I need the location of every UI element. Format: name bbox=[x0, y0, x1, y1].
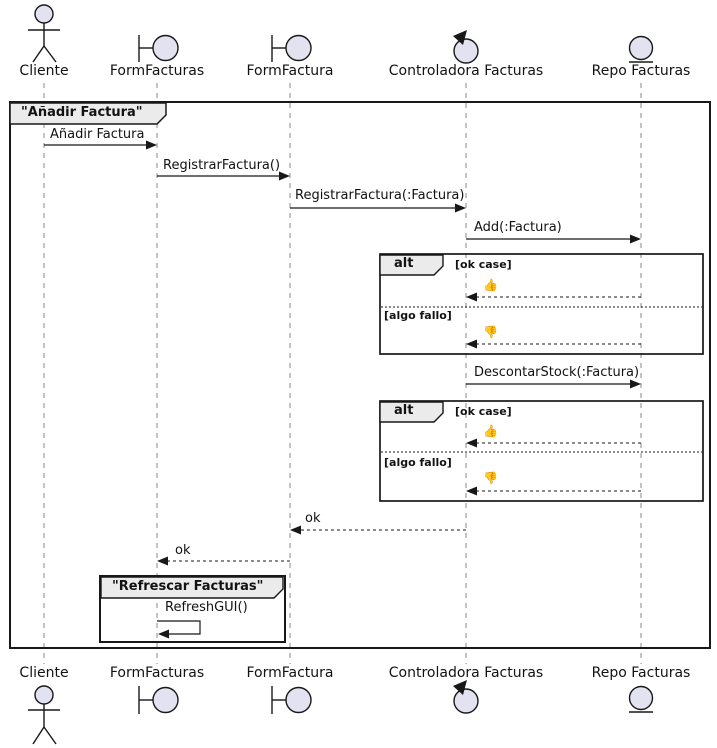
message-label: RegistrarFactura(:Factura) bbox=[295, 188, 465, 203]
lifelines bbox=[43, 83, 642, 664]
arrow-head bbox=[630, 379, 641, 389]
arrow-head bbox=[290, 525, 301, 535]
participant-label-repo-bottom: Repo Facturas bbox=[591, 665, 691, 681]
message-label: ok bbox=[305, 511, 321, 526]
alt-operator-label: alt bbox=[394, 403, 414, 418]
actor-icon bbox=[28, 685, 60, 745]
alt-border bbox=[379, 400, 704, 502]
group-title-pentagon bbox=[100, 576, 284, 599]
alt-operator-pentagon bbox=[379, 254, 444, 276]
group-title: "Refrescar Facturas" bbox=[112, 579, 264, 594]
arrow-head bbox=[455, 203, 466, 213]
alt-guard-label: [algo fallo] bbox=[384, 309, 452, 322]
alt-operator-pentagon bbox=[379, 401, 444, 423]
thumbs-up-icon: 👍 bbox=[483, 278, 498, 292]
entity-icon bbox=[628, 685, 654, 713]
dashed-arrow-heads bbox=[157, 292, 477, 566]
participant-label-cliente-top: Cliente bbox=[19, 63, 69, 79]
group-fragment bbox=[99, 575, 286, 643]
frame-border bbox=[9, 101, 711, 649]
participant-label-formfactura-bottom: FormFactura bbox=[246, 665, 334, 681]
boundary-icon bbox=[138, 686, 179, 714]
arrow-head bbox=[466, 339, 477, 349]
alt-guard-label: [algo fallo] bbox=[384, 456, 452, 469]
message-label: DescontarStock(:Factura) bbox=[474, 365, 640, 380]
boundary-icon bbox=[138, 34, 179, 62]
control-icon bbox=[453, 680, 479, 714]
participant-label-controladora-bottom: Controladora Facturas bbox=[388, 665, 544, 681]
participant-label-formfacturas-bottom: FormFacturas bbox=[109, 665, 205, 681]
group-border bbox=[99, 575, 286, 643]
arrow-head bbox=[157, 556, 168, 566]
arrow-head bbox=[158, 629, 169, 639]
thumbs-down-icon: 👎 bbox=[483, 471, 498, 485]
arrow-head bbox=[466, 486, 477, 496]
participant-icons-bottom bbox=[28, 680, 654, 745]
arrow-head bbox=[630, 234, 641, 244]
participant-icons-top bbox=[28, 4, 654, 64]
message-label: ok bbox=[175, 543, 191, 558]
alt-guard-label: [ok case] bbox=[455, 405, 512, 418]
participant-label-formfacturas-top: FormFacturas bbox=[109, 63, 205, 79]
frame-title-pentagon bbox=[9, 102, 167, 125]
arrow-head bbox=[466, 292, 477, 302]
alt-fragment-1 bbox=[379, 253, 704, 355]
arrow-line bbox=[157, 620, 201, 635]
alt-border bbox=[379, 253, 704, 355]
participant-label-controladora-top: Controladora Facturas bbox=[388, 63, 544, 79]
frame-title: "Añadir Factura" bbox=[21, 105, 143, 120]
dashed-arrows bbox=[167, 296, 641, 562]
control-icon bbox=[453, 30, 479, 64]
participant-label-formfactura-top: FormFactura bbox=[246, 63, 334, 79]
actor-icon bbox=[28, 4, 60, 63]
arrow-head bbox=[466, 438, 477, 448]
arrow-head bbox=[279, 171, 290, 181]
participant-label-cliente-bottom: Cliente bbox=[19, 665, 69, 681]
message-label: Añadir Factura bbox=[50, 127, 145, 142]
boundary-icon bbox=[271, 34, 312, 62]
solid-arrows bbox=[44, 140, 641, 389]
entity-icon bbox=[628, 35, 654, 63]
participant-label-repo-top: Repo Facturas bbox=[591, 63, 691, 79]
thumbs-down-icon: 👎 bbox=[483, 325, 498, 339]
boundary-icon bbox=[271, 686, 312, 714]
message-label: Add(:Factura) bbox=[474, 220, 562, 235]
arrow-head bbox=[146, 140, 157, 150]
alt-fragment-2 bbox=[379, 400, 704, 502]
self-message-arrow bbox=[157, 620, 201, 639]
message-label: RegistrarFactura() bbox=[163, 158, 281, 173]
alt-guard-label: [ok case] bbox=[455, 258, 512, 271]
message-label: RefreshGUI() bbox=[165, 600, 248, 615]
alt-operator-label: alt bbox=[394, 256, 414, 271]
thumbs-up-icon: 👍 bbox=[483, 424, 498, 438]
